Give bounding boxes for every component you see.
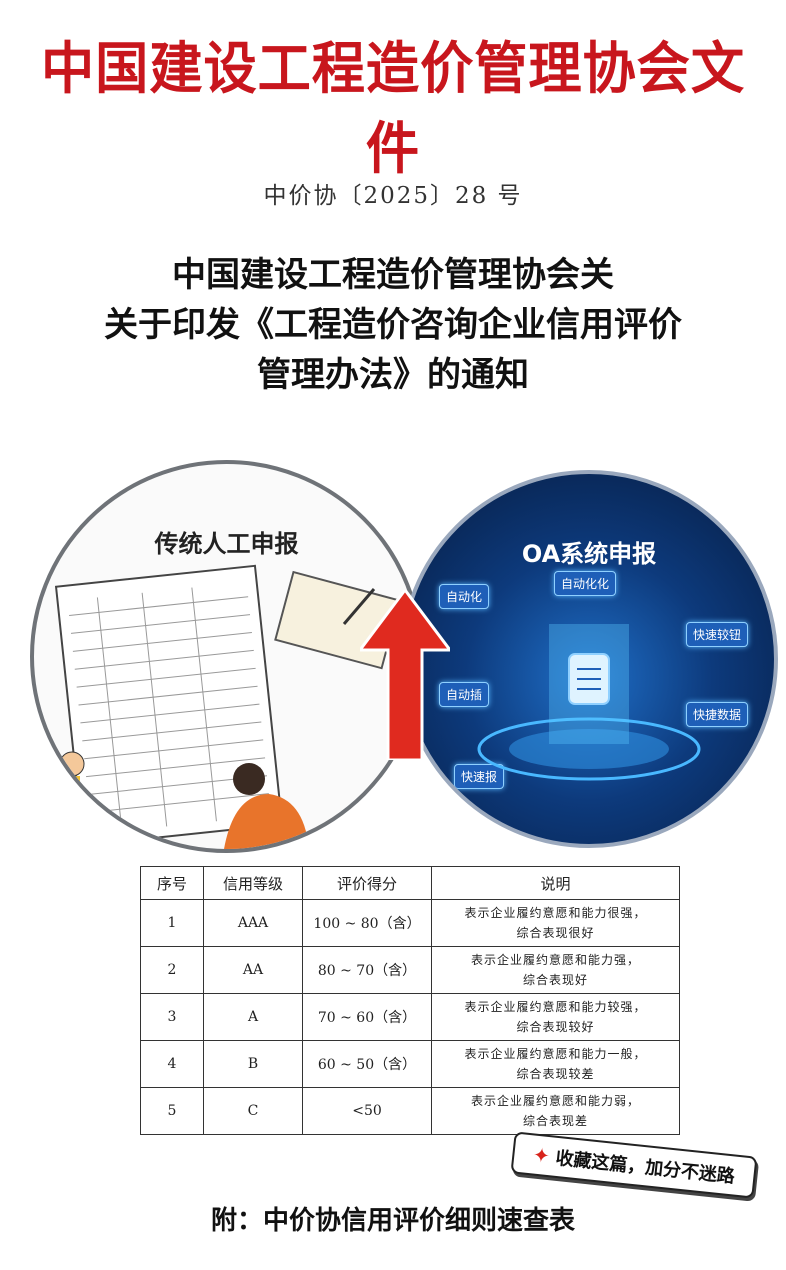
table-row: 4 B 60 ~ 50（含） 表示企业履约意愿和能力一般，综合表现较差 <box>140 1040 680 1088</box>
row-number: 4 <box>140 1040 204 1088</box>
table-header-cell: 序号 <box>140 866 204 900</box>
credit-rating-table: 序号 信用等级 评价得分 说明 1 AAA 100 ~ 80（含） 表示企业履约… <box>140 866 680 1135</box>
appendix-title: 附：中价协信用评价细则速查表 <box>210 1206 575 1236</box>
manual-filing-label: 传统人工申报 <box>154 530 299 558</box>
oa-platform-graphic <box>477 624 701 781</box>
oa-tag: 自动化化 <box>554 571 617 596</box>
notice-title: 中国建设工程造价管理协会关 关于印发《工程造价咨询企业信用评价 管理办法》的通知 <box>40 250 746 400</box>
oa-filing-label: OA系统申报 <box>521 540 657 568</box>
manual-filing-circle: 传统人工申报 <box>30 460 423 853</box>
bookmark-sticker: ✦ 收藏这篇，加分不迷路 <box>510 1131 758 1199</box>
oa-tag: 快捷数据 <box>686 702 749 727</box>
document-number: 中价协〔2025〕28 号 <box>263 183 523 209</box>
credit-level: C <box>203 1087 303 1135</box>
table-header-cell: 信用等级 <box>203 866 303 900</box>
table-row: 3 A 70 ~ 60（含） 表示企业履约意愿和能力较强，综合表现较好 <box>140 993 680 1041</box>
rating-description: 表示企业履约意愿和能力一般，综合表现较差 <box>431 1040 680 1088</box>
notice-title-line-2: 关于印发《工程造价咨询企业信用评价 <box>104 305 682 345</box>
score-range: 70 ~ 60（含） <box>302 993 432 1041</box>
document-header-title: 中国建设工程造价管理协会文件 <box>41 37 745 182</box>
credit-level: AAA <box>203 899 303 947</box>
table-row: 1 AAA 100 ~ 80（含） 表示企业履约意愿和能力很强，综合表现很好 <box>140 899 680 947</box>
row-number: 5 <box>140 1087 204 1135</box>
notice-title-line-1: 中国建设工程造价管理协会关 <box>172 255 614 295</box>
rating-description: 表示企业履约意愿和能力强，综合表现好 <box>431 946 680 994</box>
table-header-cell: 评价得分 <box>302 866 432 900</box>
table-row: 5 C <50 表示企业履约意愿和能力弱，综合表现差 <box>140 1087 680 1135</box>
oa-tag: 自动化 <box>439 584 490 609</box>
table-row: 2 AA 80 ~ 70（含） 表示企业履约意愿和能力强，综合表现好 <box>140 946 680 994</box>
rating-description: 表示企业履约意愿和能力较强，综合表现较好 <box>431 993 680 1041</box>
score-range: 60 ~ 50（含） <box>302 1040 432 1088</box>
sticker-text: 收藏这篇，加分不迷路 <box>554 1147 736 1188</box>
credit-level: B <box>203 1040 303 1088</box>
comparison-illustration: 传统人工申报 O <box>30 440 778 860</box>
row-number: 3 <box>140 993 204 1041</box>
credit-level: AA <box>203 946 303 994</box>
score-range: 100 ~ 80（含） <box>302 899 432 947</box>
up-arrow-icon <box>360 590 450 760</box>
rating-description: 表示企业履约意愿和能力很强，综合表现很好 <box>431 899 680 947</box>
notice-title-line-3: 管理办法》的通知 <box>257 355 529 395</box>
star-mark-icon: ✦ <box>531 1142 552 1169</box>
score-range: <50 <box>302 1087 432 1135</box>
oa-tag: 自动插 <box>439 682 490 707</box>
score-range: 80 ~ 70（含） <box>302 946 432 994</box>
table-header-cell: 说明 <box>431 866 680 900</box>
oa-tag: 快速报 <box>454 764 505 789</box>
row-number: 2 <box>140 946 204 994</box>
rating-description: 表示企业履约意愿和能力弱，综合表现差 <box>431 1087 680 1135</box>
oa-tag: 快速较钮 <box>686 622 749 647</box>
table-header-row: 序号 信用等级 评价得分 说明 <box>140 866 680 900</box>
row-number: 1 <box>140 899 204 947</box>
oa-filing-circle: OA系统申报 自动化 自动化化 快速较钮 自动插 快捷数据 快速报 <box>400 470 778 848</box>
credit-level: A <box>203 993 303 1041</box>
